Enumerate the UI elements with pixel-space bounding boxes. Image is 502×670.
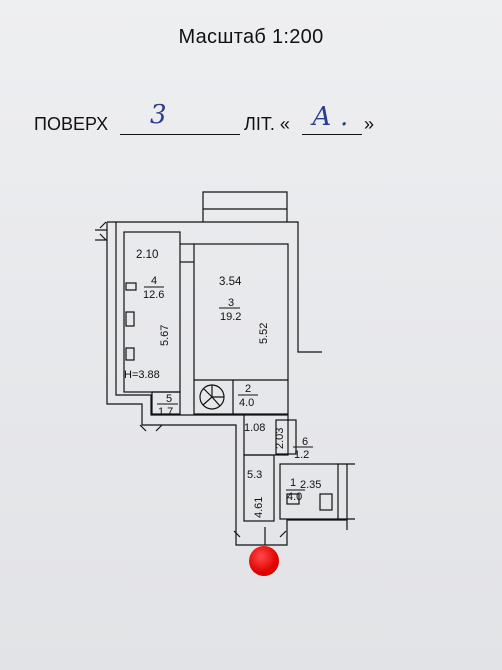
dim-5-52: 5.52 [258, 323, 270, 344]
room-1-area: 4.0 [287, 491, 302, 503]
lit-value: А . [312, 102, 349, 132]
dim-2-03: 2.03 [274, 428, 286, 449]
room-4-number: 4 [151, 275, 157, 287]
scale-title: Масштаб 1:200 [178, 26, 324, 48]
room-6-area: 1.2 [294, 449, 309, 461]
room-5-area: 1.7 [158, 406, 173, 418]
room-3-area: 19.2 [220, 311, 241, 323]
location-marker[interactable] [249, 546, 279, 576]
dim-5-67: 5.67 [159, 325, 171, 346]
room-2-area: 4.0 [239, 397, 254, 409]
floor-underline [120, 134, 240, 135]
lit-underline [302, 134, 362, 135]
floor-value: 3 [150, 100, 167, 130]
room-4-area: 12.6 [143, 289, 164, 301]
height-label: Н=3.88 [124, 369, 160, 381]
dim-1-08: 1.08 [244, 422, 265, 434]
dim-2-10: 2.10 [136, 249, 158, 261]
dim-4-61: 4.61 [253, 497, 265, 518]
dim-2-35: 2.35 [300, 479, 321, 491]
lit-close: » [364, 114, 375, 134]
floor-label: ПОВЕРХ [34, 114, 109, 134]
room-3-number: 3 [228, 297, 234, 309]
dim-5-3: 5.3 [247, 469, 262, 481]
room-1-number: 1 [290, 477, 296, 489]
room-5-number: 5 [166, 393, 172, 405]
dim-3-54: 3.54 [219, 276, 242, 288]
lit-label: ЛІТ. « [244, 114, 290, 134]
plan-walls [95, 191, 355, 546]
plan-labels: 2.10 3.54 5.52 5.67 4 12.6 3 19.2 Н=3.88… [124, 249, 321, 518]
room-2-number: 2 [245, 383, 251, 395]
floor-line: ПОВЕРХ 3 ЛІТ. « А . » [30, 100, 490, 146]
room-6-number: 6 [302, 436, 308, 448]
